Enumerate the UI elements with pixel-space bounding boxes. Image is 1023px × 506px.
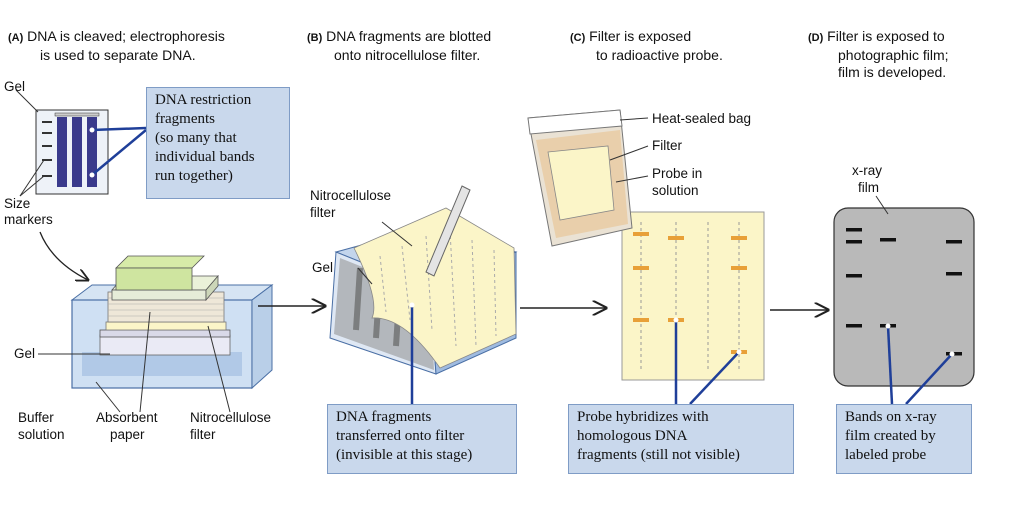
- label-filter-c: Filter: [652, 138, 682, 153]
- step-d-letter: (D): [808, 32, 824, 44]
- film-band: [846, 324, 862, 328]
- step-a-line1: DNA is cleaved; electrophoresis: [27, 28, 225, 44]
- blotting-tray: [70, 255, 274, 390]
- label-buffer-2: solution: [18, 427, 65, 442]
- callout-a-line: fragments: [155, 111, 215, 127]
- step-c-line1: Filter is exposed: [589, 28, 692, 44]
- label-probe-1: Probe in: [652, 166, 703, 181]
- callout-a-line: DNA restriction: [155, 92, 252, 108]
- label-nitro-b-1: Nitrocellulose: [310, 188, 392, 203]
- callout-a-line: run together): [155, 168, 233, 184]
- probe-band: [668, 236, 684, 240]
- probe-band: [731, 266, 747, 270]
- callout-c-line: homologous DNA: [577, 428, 688, 444]
- callout-d-line: Bands on x-ray: [845, 409, 937, 425]
- film-band: [946, 240, 962, 244]
- step-c-line2: to radioactive probe.: [596, 47, 723, 63]
- film-band: [880, 238, 896, 242]
- gel-lane: [72, 117, 82, 187]
- label-nitro-b-2: filter: [310, 205, 336, 220]
- film-band: [846, 228, 862, 232]
- step-d-caption: (D) Filter is exposed to photographic fi…: [808, 28, 949, 81]
- probe-band: [731, 236, 747, 240]
- probe-band: [633, 266, 649, 270]
- callout-c-line: fragments (still not visible): [577, 447, 740, 463]
- step-b-letter: (B): [307, 32, 323, 44]
- callout-fragments-transferred: DNA fragments transferred onto filter (i…: [327, 404, 517, 474]
- callout-bands-on-film: Bands on x-ray film created by labeled p…: [836, 404, 972, 474]
- step-c-caption: (C) Filter is exposed to radioactive pro…: [570, 28, 723, 64]
- callout-b-line: (invisible at this stage): [336, 447, 473, 463]
- step-a-caption: (A) DNA is cleaved; electrophoresis is u…: [8, 28, 225, 64]
- step-d-line1: Filter is exposed to: [827, 28, 945, 44]
- forceps: [425, 185, 471, 277]
- callout-d-line: labeled probe: [845, 447, 927, 463]
- step-b-line1: DNA fragments are blotted: [326, 28, 492, 44]
- step-d-line3: film is developed.: [838, 64, 947, 80]
- callout-a-line: (so many that: [155, 130, 237, 146]
- callout-a-line: individual bands: [155, 149, 255, 165]
- label-absorbent-1: Absorbent: [96, 410, 158, 425]
- film-band: [946, 272, 962, 276]
- callout-c-line: Probe hybridizes with: [577, 409, 709, 425]
- step-a-line2: is used to separate DNA.: [40, 47, 196, 63]
- callout-d-line: film created by: [845, 428, 936, 444]
- label-nitro-a-1: Nitrocellulose: [190, 410, 272, 425]
- gel-lane: [87, 117, 97, 187]
- callout-b-line: transferred onto filter: [336, 428, 465, 444]
- label-nitro-a-2: filter: [190, 427, 216, 442]
- step-a-letter: (A): [8, 32, 24, 44]
- label-film-2: film: [858, 180, 879, 195]
- label-heat-sealed-bag: Heat-sealed bag: [652, 111, 752, 126]
- callout-b-line: DNA fragments: [336, 409, 432, 425]
- step-b-caption: (B) DNA fragments are blotted onto nitro…: [307, 28, 491, 64]
- label-absorbent-2: paper: [110, 427, 145, 442]
- label-film-1: x-ray: [852, 163, 882, 178]
- peeling-filter: [353, 207, 517, 369]
- xray-film: [833, 207, 975, 387]
- film-band: [846, 240, 862, 244]
- film-band: [846, 274, 862, 278]
- callout-probe-hybridizes: Probe hybridizes with homologous DNA fra…: [568, 404, 794, 474]
- label-size-markers-1: Size: [4, 196, 31, 211]
- probe-band: [633, 318, 649, 322]
- heat-sealed-bag: [527, 109, 633, 247]
- step-d-line2: photographic film;: [838, 47, 949, 63]
- step-b-line2: onto nitrocellulose filter.: [334, 47, 481, 63]
- callout-restriction-fragments: DNA restriction fragments (so many that …: [146, 87, 290, 199]
- label-size-markers-2: markers: [4, 212, 53, 227]
- label-gel-tray: Gel: [14, 346, 36, 361]
- probed-filter: [621, 211, 765, 381]
- probe-band: [633, 232, 649, 236]
- label-probe-2: solution: [652, 183, 699, 198]
- gel-lane: [57, 117, 67, 187]
- small-gel: [35, 109, 109, 195]
- label-buffer-1: Buffer: [18, 410, 54, 425]
- label-gel-b: Gel: [312, 260, 334, 275]
- label-gel-a: Gel: [4, 79, 26, 94]
- step-c-letter: (C): [570, 32, 586, 44]
